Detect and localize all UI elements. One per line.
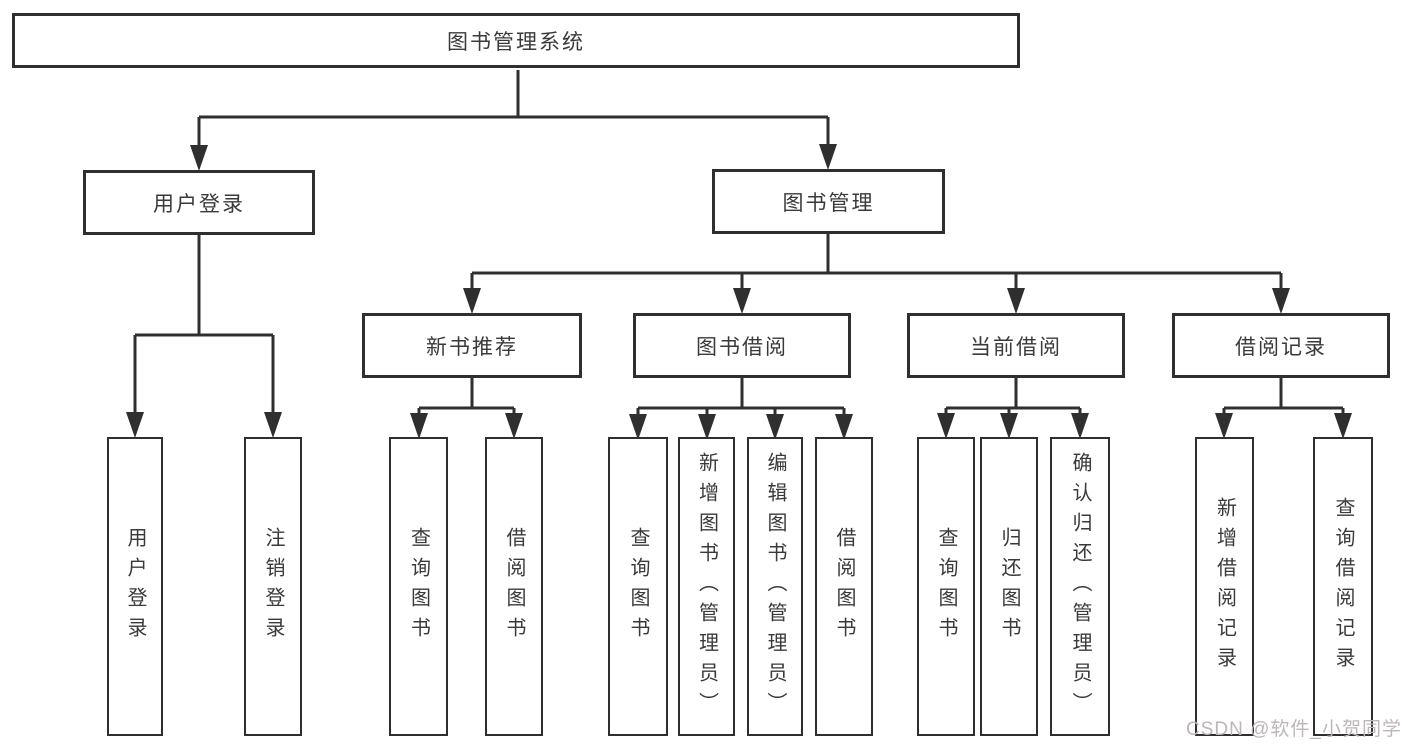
node-leaf-query-borrow-record: 查询借阅记录 xyxy=(1313,437,1373,736)
arrowhead-icon xyxy=(126,412,144,438)
node-leaf-confirm-return-admin: 确认归还（管理员） xyxy=(1050,437,1110,736)
connector-borrow-records xyxy=(1222,378,1345,415)
arrowhead-icon xyxy=(264,412,282,438)
node-new-book-recommend: 新书推荐 xyxy=(362,313,582,378)
node-leaf-edit-books-admin: 编辑图书（管理员） xyxy=(747,437,803,736)
arrowhead-icon xyxy=(1215,413,1233,439)
connector-user-login xyxy=(133,235,275,414)
csdn-watermark: CSDN @软件_小贺同学 xyxy=(1186,719,1402,740)
node-current-borrowing: 当前借阅 xyxy=(907,313,1125,378)
arrowhead-icon xyxy=(463,288,481,314)
arrowhead-icon xyxy=(1272,288,1290,314)
arrowhead-icon xyxy=(1071,413,1089,439)
arrowhead-icon xyxy=(1334,413,1352,439)
node-leaf-query-books-current: 查询图书 xyxy=(917,437,975,736)
node-leaf-user-login: 用户登录 xyxy=(107,437,163,736)
arrowhead-icon xyxy=(733,288,751,314)
node-leaf-logout: 注销登录 xyxy=(244,437,302,736)
node-book-borrowing: 图书借阅 xyxy=(633,313,851,378)
node-user-login-branch: 用户登录 xyxy=(83,170,315,235)
arrowhead-icon xyxy=(937,413,955,439)
arrowhead-icon xyxy=(766,414,784,440)
arrowheads xyxy=(126,144,1352,440)
connector-current-borrowing xyxy=(944,378,1082,415)
node-leaf-add-borrow-record: 新增借阅记录 xyxy=(1195,437,1254,736)
arrowhead-icon xyxy=(698,414,716,440)
connector-root xyxy=(197,70,830,147)
node-leaf-add-books-admin: 新增图书（管理员） xyxy=(678,437,735,736)
node-borrow-records: 借阅记录 xyxy=(1172,313,1390,378)
node-leaf-return-books: 归还图书 xyxy=(980,437,1038,736)
connector-new-book-rec xyxy=(417,378,516,415)
node-leaf-borrow-books: 借阅图书 xyxy=(815,437,873,736)
arrowhead-icon xyxy=(835,414,853,440)
node-book-management: 图书管理 xyxy=(712,169,945,234)
arrowhead-icon xyxy=(1000,413,1018,439)
arrowhead-icon xyxy=(1007,288,1025,314)
node-leaf-borrow-books-rec: 借阅图书 xyxy=(485,437,543,736)
node-leaf-query-books-borrow: 查询图书 xyxy=(608,437,668,736)
arrowhead-icon xyxy=(190,145,208,171)
node-leaf-query-books-rec: 查询图书 xyxy=(389,437,448,736)
arrowhead-icon xyxy=(505,413,523,439)
connector-book-management xyxy=(470,234,1283,290)
arrowhead-icon xyxy=(819,144,837,170)
arrowhead-icon xyxy=(629,414,647,440)
arrowhead-icon xyxy=(410,413,428,439)
connector-book-borrowing xyxy=(636,378,846,416)
node-root-system: 图书管理系统 xyxy=(12,13,1020,68)
